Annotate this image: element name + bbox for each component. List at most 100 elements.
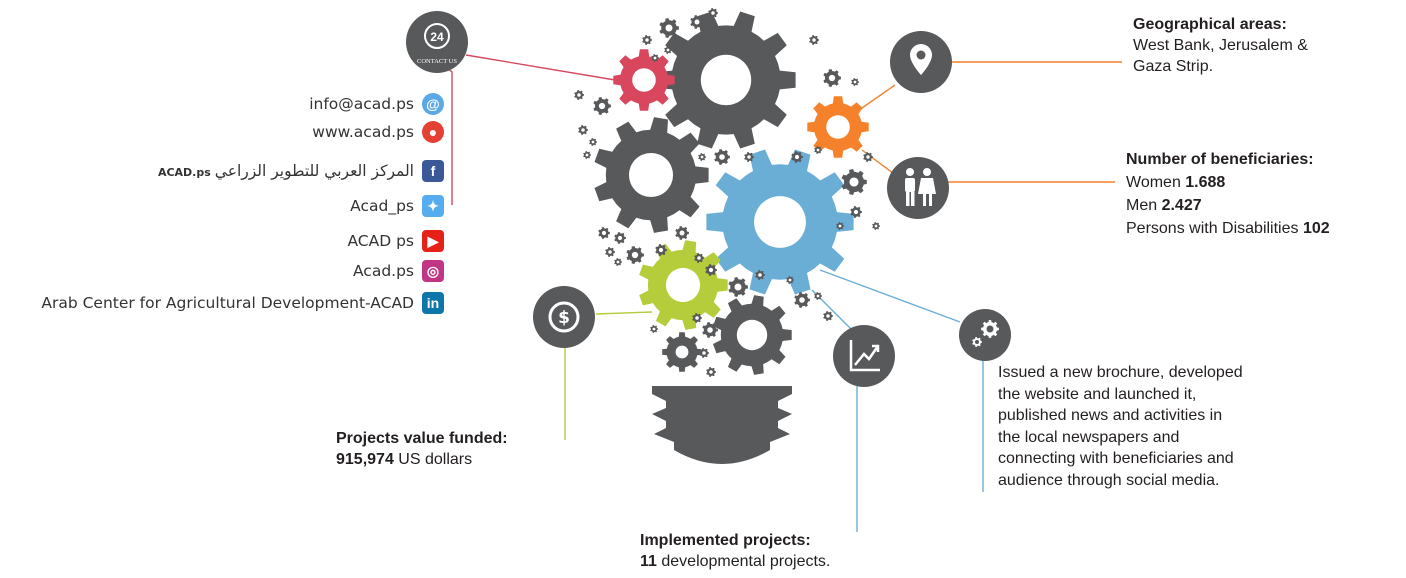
gear-small-30 <box>655 244 667 256</box>
media-block: Issued a new brochure, developed the web… <box>998 362 1243 491</box>
gear-small-7 <box>593 97 611 115</box>
svg-text:CONTACT US: CONTACT US <box>417 58 457 65</box>
gear-small-21 <box>841 169 867 195</box>
gear-small-12 <box>823 69 841 87</box>
funded-block: Projects value funded: 915,974 US dollar… <box>336 428 508 470</box>
contact-label: www.acad.ps <box>312 123 414 141</box>
gear-small-1 <box>659 18 679 38</box>
gear-small-41 <box>692 313 702 323</box>
chrome-icon: ● <box>422 121 444 143</box>
contact-item-6[interactable]: Acad.ps◎ <box>353 260 444 282</box>
gear-small-40 <box>650 325 658 333</box>
connector-funded <box>595 311 653 315</box>
gear-bottom <box>713 295 792 375</box>
gear-small-8 <box>574 90 584 100</box>
gears-settings-icon <box>959 309 1011 361</box>
men-label: Men <box>1126 197 1162 214</box>
gear-bottom-small <box>662 332 702 372</box>
contact-item-5[interactable]: ACAD ps ▶ <box>347 230 444 252</box>
implemented-unit: developmental projects. <box>656 553 831 570</box>
contact-item-2[interactable]: www.acad.ps ● <box>312 121 444 143</box>
gear-small-13 <box>809 35 819 45</box>
contact-us-badge[interactable]: 24 CONTACT US <box>406 11 468 73</box>
email-icon: @ <box>422 93 444 115</box>
contact-arabic-name: المركز العربي للتطوير الزراعي <box>214 162 414 180</box>
location-pin-icon <box>890 31 952 93</box>
gear-small-9 <box>578 125 588 135</box>
contact-item-7[interactable]: Arab Center for Agricultural Development… <box>41 292 444 314</box>
contact-label: info@acad.ps <box>309 95 414 113</box>
geo-line-1: West Bank, Jerusalem & <box>1133 37 1308 54</box>
linkedin-icon: in <box>422 292 444 314</box>
gear-small-33 <box>705 264 717 276</box>
media-line-6: audience through social media. <box>998 471 1220 489</box>
funded-title: Projects value funded: <box>336 430 508 447</box>
gear-top-large <box>656 11 796 149</box>
funded-value: 915,974 <box>336 451 394 468</box>
implemented-block: Implemented projects: 11 developmental p… <box>640 530 830 572</box>
gear-small-25 <box>598 227 610 239</box>
geo-block: Geographical areas: West Bank, Jerusalem… <box>1133 14 1308 77</box>
twitter-icon: ✦ <box>422 195 444 217</box>
connector-contact-red <box>465 54 616 81</box>
media-line-5: connecting with beneficiaries and <box>998 450 1234 467</box>
gear-small-39 <box>823 311 833 321</box>
gear-small-37 <box>794 292 810 308</box>
gear-small-28 <box>614 258 622 266</box>
gear-small-14 <box>851 78 859 86</box>
gear-small-17 <box>744 152 754 162</box>
contact-label: Arab Center for Agricultural Development… <box>41 294 414 312</box>
contact-item-1[interactable]: info@acad.ps @ <box>309 93 444 115</box>
gear-small-32 <box>694 253 704 263</box>
instagram-icon: ◎ <box>422 260 444 282</box>
gear-small-36 <box>786 276 794 284</box>
women-label: Women <box>1126 174 1186 191</box>
gear-small-11 <box>583 151 591 159</box>
gear-small-5 <box>664 46 672 54</box>
beneficiaries-title: Number of beneficiaries: <box>1126 151 1314 168</box>
gear-green <box>639 240 728 330</box>
youtube-icon: ▶ <box>422 230 444 252</box>
gear-blue <box>706 149 854 295</box>
funded-unit: US dollars <box>393 451 473 468</box>
gear-small-27 <box>605 247 615 257</box>
facebook-icon: f <box>422 160 444 182</box>
contact-label: Acad_ps <box>350 197 414 215</box>
media-line-1: Issued a new brochure, developed <box>998 364 1243 381</box>
gear-small-23 <box>836 222 844 230</box>
media-line-2: the website and launched it, <box>998 385 1197 403</box>
gear-small-19 <box>814 146 822 154</box>
women-value: 1.688 <box>1185 174 1226 191</box>
geo-title: Geographical areas: <box>1133 16 1287 33</box>
contact-item-4[interactable]: Acad_ps ✦ <box>350 195 444 217</box>
gear-small-44 <box>706 367 716 377</box>
svg-text:24: 24 <box>430 30 444 44</box>
gear-small-6 <box>651 54 659 62</box>
gear-small-24 <box>872 222 880 230</box>
gear-small-4 <box>642 35 652 45</box>
gear-small-20 <box>863 152 873 162</box>
contact-label: ACAD ps <box>347 232 414 250</box>
gear-small-3 <box>708 8 718 18</box>
connector-media <box>819 269 961 323</box>
implemented-title: Implemented projects: <box>640 532 811 549</box>
gear-small-43 <box>699 348 709 358</box>
gear-small-15 <box>714 149 730 165</box>
geo-line-2: Gaza Strip. <box>1133 58 1214 75</box>
gear-left-large <box>594 117 709 233</box>
gear-small-42 <box>702 322 718 338</box>
media-line-3: published news and activities in <box>998 407 1223 424</box>
growth-chart-icon <box>833 325 895 387</box>
implemented-value: 11 <box>640 553 657 570</box>
media-line-4: the local newspapers and <box>998 428 1180 446</box>
gear-orange <box>807 96 869 158</box>
disabilities-label: Persons with Disabilities <box>1126 220 1303 237</box>
men-value: 2.427 <box>1161 197 1202 214</box>
gear-small-22 <box>850 206 862 218</box>
gear-small-35 <box>755 270 765 280</box>
people-icon <box>887 157 949 219</box>
contact-handle: ACAD.ps <box>157 166 211 179</box>
